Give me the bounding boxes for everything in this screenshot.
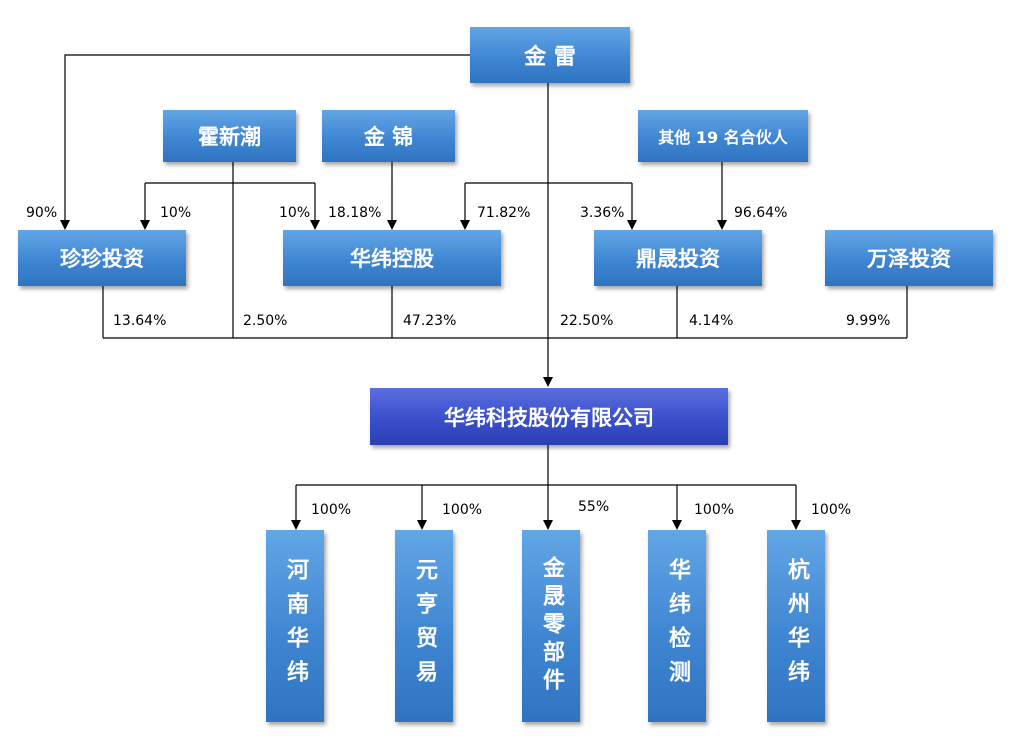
node-jinsheng: 金晟零部件 [522,530,580,722]
node-company: 华纬科技股份有限公司 [370,388,728,445]
node-henan: 河南华纬 [266,530,324,722]
node-dingsheng: 鼎晟投资 [594,230,762,286]
node-yuanheng: 元亨贸易 [395,530,453,722]
pct-huoxinchao-zhenzhen: 10% [160,205,192,221]
pct-others-dingsheng: 96.64% [734,205,788,221]
pct-jinjin-holding: 18.18% [328,205,382,221]
node-jinlei: 金 雷 [470,27,630,83]
node-zhenzhen: 珍珍投资 [18,230,186,286]
node-huawei-holding: 华纬控股 [283,230,501,286]
pct-jinlei-holding: 71.82% [477,205,531,221]
node-jinjin: 金 锦 [322,110,455,162]
pct-company-henan: 100% [311,502,352,518]
node-hangzhou: 杭州华纬 [767,530,825,722]
node-wanze: 万泽投资 [825,230,993,286]
node-huoxinchao: 霍新潮 [163,110,296,162]
pct-huoxinchao-holding: 10% [279,205,311,221]
pct-jinlei-company: 22.50% [560,313,614,329]
pct-company-yuanheng: 100% [442,502,483,518]
pct-company-jinsheng: 55% [578,499,610,515]
pct-company-hangzhou: 100% [811,502,852,518]
node-others19: 其他 19 名合伙人 [638,110,808,162]
node-jiance: 华纬检测 [648,530,706,722]
pct-jinlei-dingsheng: 3.36% [580,205,625,221]
pct-company-jiance: 100% [694,502,735,518]
pct-huoxinchao-company: 2.50% [243,313,288,329]
pct-dingsheng-company: 4.14% [689,313,734,329]
pct-jinlei-zhenzhen: 90% [26,205,58,221]
pct-holding-company: 47.23% [403,313,457,329]
pct-zhenzhen-company: 13.64% [113,313,167,329]
pct-wanze-company: 9.99% [846,313,891,329]
line-jinlei-zhenzhen [60,54,470,230]
